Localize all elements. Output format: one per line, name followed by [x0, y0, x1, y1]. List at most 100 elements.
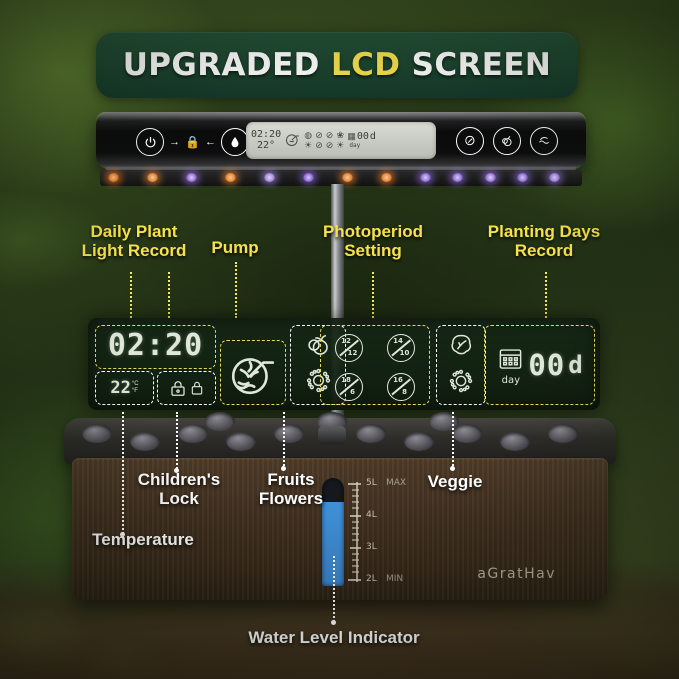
callout-line-2: Record — [514, 241, 574, 261]
lcd-day-unit: d — [568, 351, 583, 379]
leader-dot-temperature — [120, 532, 125, 537]
mini-lcd-calendar-icon: ▦ — [347, 131, 356, 142]
gauge-tick-4l — [350, 515, 361, 517]
gauge-tick-2l — [348, 579, 361, 581]
photoperiod-off: 10 — [399, 348, 410, 357]
leader-dot-childrens-lock — [174, 468, 179, 473]
mini-lcd-mode-2: ⊘ ⊘ — [315, 131, 323, 150]
leader-dot-water-level — [331, 620, 336, 625]
banner-highlight: LCD — [330, 47, 401, 83]
pump-mode-icon[interactable] — [530, 127, 558, 155]
led-light-strip — [100, 170, 582, 186]
callout-line-1: Planting Days — [487, 222, 601, 241]
mini-lcd-veggie-sun-icon: ☀ — [336, 140, 345, 150]
pole-mount-knob — [318, 426, 346, 444]
lcd-temp-unit-fahrenheit: °F — [131, 388, 138, 394]
gauge-label-3l: 3L — [366, 542, 377, 552]
lcd-segment-veggie — [436, 325, 486, 405]
mini-lcd-temp: 22° — [257, 140, 276, 151]
callout-line-2: Setting — [344, 241, 402, 261]
lock-icon: 🔒 — [185, 135, 200, 149]
callout-planting-days-record: Planting Days Record — [464, 222, 624, 260]
callout-line-2: Flowers — [258, 489, 324, 509]
callout-line-1: Fruits — [267, 470, 315, 489]
mini-lcd-mode-1: ◍ ☀ — [304, 131, 312, 150]
callout-line-2: Lock — [159, 489, 199, 509]
photoperiod-on: 14 — [393, 337, 403, 346]
photoperiod-badge-14-10[interactable]: 14 10 — [387, 333, 415, 362]
water-level-gauge — [322, 478, 344, 586]
mini-lcd-day-block: ▦ 00 d day — [347, 130, 376, 150]
leader-childrens-lock — [176, 412, 178, 472]
mini-lcd-pump-icon — [284, 131, 301, 150]
leader-pump — [235, 262, 237, 318]
mini-lcd-veggie-icon: ❀ — [336, 130, 345, 140]
photoperiod-badge-16-8[interactable]: 16 8 — [387, 372, 415, 401]
photoperiod-off: 12 — [347, 348, 358, 357]
leafy-vegetable-icon — [446, 331, 476, 364]
control-bar-gloss — [96, 112, 586, 121]
mini-lcd-photoperiod-c: ⊘ — [325, 130, 334, 140]
mini-lcd-photoperiod-a: ⊘ — [315, 130, 323, 140]
callout-line-1: Children's — [137, 470, 221, 489]
callout-line-2: Light Record — [81, 241, 187, 261]
photoperiod-off: 8 — [402, 387, 407, 396]
control-bar-left-group: → 🔒 ← — [136, 128, 249, 156]
photoperiod-badge-18-6[interactable]: 18 6 — [335, 372, 363, 401]
callout-daily-plant-light-record: Daily Plant Light Record — [48, 222, 220, 260]
water-drop-icon[interactable] — [220, 128, 249, 156]
callout-line-1: Daily Plant — [90, 222, 178, 241]
leader-planting-days — [545, 272, 547, 318]
photoperiod-badge-12-12[interactable]: 12 12 — [335, 333, 363, 362]
device-control-bar: → 🔒 ← 02:20 22° ◍ ☀ ⊘ — [96, 112, 586, 177]
lcd-day-value: 00 — [528, 348, 566, 382]
mini-lcd-fruit-icon: ◍ — [304, 130, 313, 140]
brand-logo: aGratHav — [477, 566, 556, 582]
mini-lcd-photoperiod-b: ⊘ — [315, 140, 323, 150]
mini-lcd-time: 02:20 — [251, 128, 282, 140]
gauge-label-2l: 2L — [366, 574, 377, 584]
callout-line-1: Photoperiod — [322, 222, 424, 241]
leader-dot-veggie — [450, 466, 455, 471]
leader-photoperiod — [372, 272, 374, 318]
mini-lcd-day-value: 00 — [356, 130, 369, 142]
banner-title: UPGRADED LCD SCREEN — [123, 47, 552, 83]
fruit-mode-icon[interactable] — [493, 127, 521, 155]
callout-fruits-flowers: Fruits Flowers — [234, 470, 348, 508]
gauge-note-max: MAX — [386, 478, 407, 488]
callout-veggie: Veggie — [427, 472, 483, 491]
gauge-note-min: MIN — [386, 574, 404, 584]
device-mini-lcd: 02:20 22° ◍ ☀ ⊘ ⊘ ⊘ ⊘ ❀ ☀ — [246, 122, 436, 159]
lcd-time-value: 02:20 — [107, 328, 204, 363]
power-icon[interactable] — [136, 128, 164, 156]
leader-daily-light-2 — [168, 272, 170, 318]
lcd-segment-fruits-flowers — [290, 325, 346, 405]
mini-lcd-sun-icon: ☀ — [304, 140, 313, 150]
callout-water-level-indicator: Water Level Indicator — [248, 628, 420, 647]
calendar-block: day — [496, 345, 525, 386]
callout-photoperiod-setting: Photoperiod Setting — [298, 222, 448, 260]
device-deck — [64, 412, 616, 464]
children-lock-icon — [158, 372, 215, 404]
leader-dot-fruits-flowers — [281, 466, 286, 471]
gauge-label-4l: 4L — [366, 510, 377, 520]
title-banner: UPGRADED LCD SCREEN — [96, 32, 578, 98]
lcd-segment-temperature: 22 °C °F — [95, 371, 154, 405]
veggie-mode-icon[interactable] — [456, 127, 484, 155]
pump-circulation-icon — [221, 341, 285, 404]
sun-icon — [305, 367, 332, 399]
sun-icon — [448, 368, 474, 399]
leader-daily-light-1 — [130, 272, 132, 318]
mini-lcd-day-label: day — [349, 142, 361, 150]
leader-water-level — [333, 556, 335, 622]
mini-lcd-mode-4: ❀ ☀ — [336, 131, 344, 150]
lcd-diagram: 02:20 22 °C °F — [88, 318, 600, 410]
lcd-temp-unit-celsius: °C — [131, 381, 139, 388]
lcd-day-label: day — [501, 374, 521, 386]
banner-text-before: UPGRADED — [122, 47, 331, 83]
photoperiod-on: 18 — [341, 376, 351, 385]
lcd-segment-planting-days: day 00 d — [484, 325, 595, 405]
lcd-segment-photoperiod: 12 12 14 10 18 6 16 8 — [320, 325, 430, 405]
control-bar-right-group — [456, 127, 558, 155]
lcd-segment-pump — [220, 340, 286, 405]
